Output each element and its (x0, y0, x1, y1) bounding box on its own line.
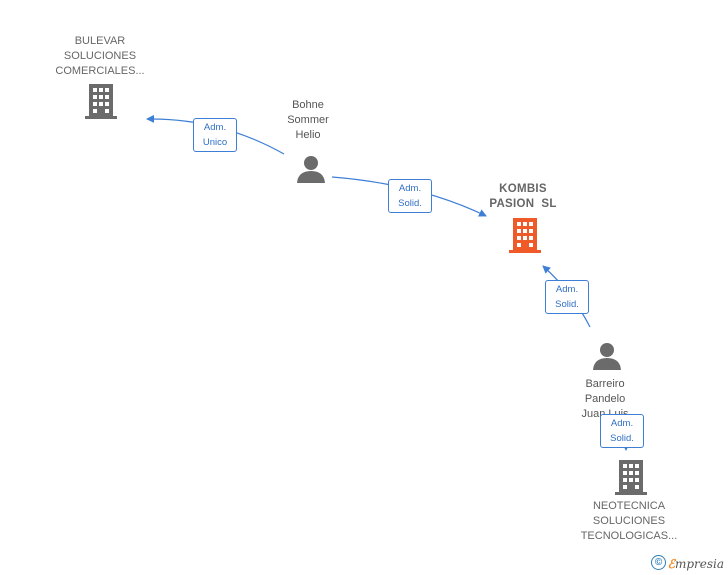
company-label-bulevar[interactable]: BULEVAR SOLUCIONES COMERCIALES... (55, 35, 145, 77)
copyright-icon: © (651, 555, 666, 570)
building-icon[interactable] (615, 460, 647, 496)
role-badge-barreiro-neotecnica[interactable]: Adm. Solid. (600, 414, 644, 448)
building-icon[interactable] (85, 84, 117, 120)
role-badge-bohne-kombis[interactable]: Adm. Solid. (388, 179, 432, 213)
building-icon[interactable] (509, 218, 541, 254)
brand-initial: ℰ (667, 557, 675, 571)
company-label-neotecnica[interactable]: NEOTECNICA SOLUCIONES TECNOLOGICAS... (580, 500, 678, 542)
brand-name: mpresia (674, 557, 724, 571)
person-label-bohne[interactable]: Bohne Sommer Helio (287, 99, 329, 141)
person-icon[interactable] (296, 154, 326, 184)
person-icon[interactable] (592, 341, 622, 371)
role-badge-bohne-bulevar[interactable]: Adm. Unico (193, 118, 237, 152)
brand-logo: ℰmpresia (668, 557, 724, 571)
role-badge-barreiro-kombis[interactable]: Adm. Solid. (545, 280, 589, 314)
company-label-kombis[interactable]: KOMBIS PASION SL (489, 183, 557, 210)
